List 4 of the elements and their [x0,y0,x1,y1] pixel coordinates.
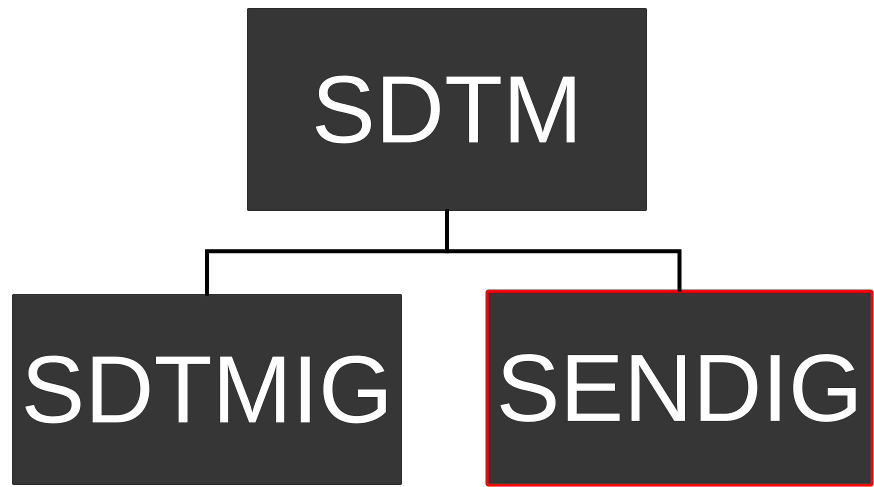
connector [445,209,682,292]
box: SDTMIG [12,294,402,485]
box: SENDIG [486,289,874,486]
box: SDTM [247,8,647,211]
